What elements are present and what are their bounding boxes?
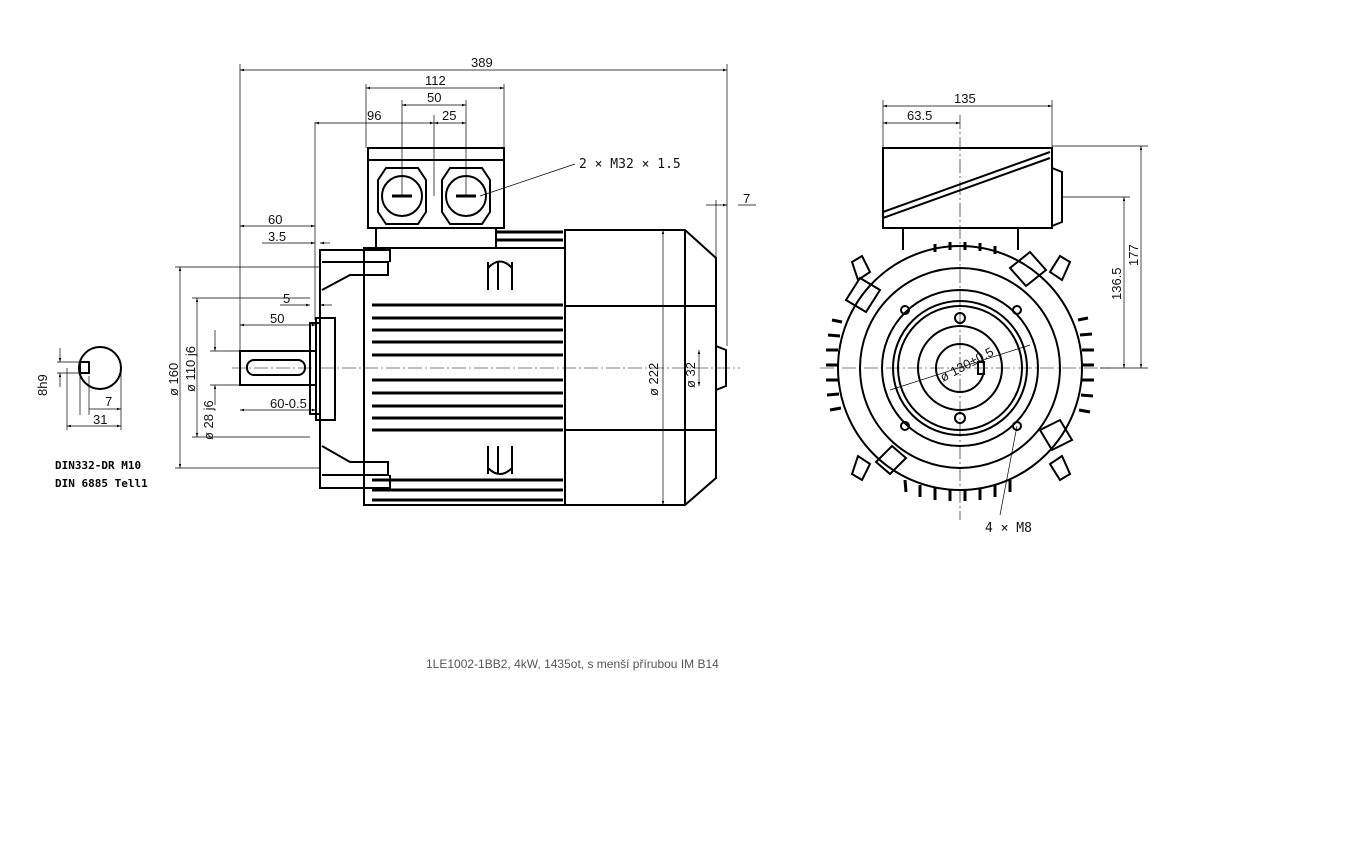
dim-flange-dia: ø 160 (166, 363, 181, 396)
dim-112: 112 (425, 73, 446, 88)
dim-63-5: 63.5 (907, 108, 932, 123)
key-width-dim: 8h9 (35, 374, 50, 396)
shaft-dim-31: 31 (93, 412, 107, 427)
dim-389: 389 (471, 55, 493, 70)
dim-3-5: 3.5 (268, 229, 286, 244)
drawing-caption: 1LE1002-1BB2, 4kW, 1435ot, s menší příru… (426, 657, 719, 671)
dim-body-dia: ø 222 (646, 363, 661, 396)
key-slot (79, 361, 90, 374)
end-view: ø 130±0.5 4 × M8 135 63.5 136.5 177 (820, 91, 1148, 536)
dim-177: 177 (1126, 244, 1141, 266)
dim-rear-dia: ø 32 (683, 362, 698, 388)
shaft-section-circle (78, 346, 122, 390)
end-terminal-box (882, 147, 1053, 229)
dim-pcd: ø 130±0.5 (937, 344, 996, 385)
standard-din6885: DIN 6885 Tell1 (55, 477, 148, 490)
dim-25: 25 (442, 108, 456, 123)
end-fins (826, 242, 1094, 501)
flange (319, 249, 365, 489)
dim-136-5: 136.5 (1109, 267, 1124, 300)
key-section: 8h9 7 31 DIN332-DR M10 DIN 6885 Tell1 (35, 346, 148, 490)
dim-60: 60 (268, 212, 282, 227)
dim-60-tol: 60-0.5 (270, 396, 307, 411)
glands-callout: 2 × M32 × 1.5 (579, 157, 681, 172)
dim-shaft-dia: ø 28 j6 (201, 400, 216, 440)
cooling-fins (372, 230, 563, 502)
dim-135: 135 (954, 91, 976, 106)
key-depth-dim: 7 (105, 394, 112, 409)
standard-din332: DIN332-DR M10 (55, 459, 141, 472)
dim-spigot-dia: ø 110 j6 (183, 346, 198, 392)
side-view: 2 × M32 × 1.5 389 112 50 25 96 7 (166, 55, 756, 506)
dim-50-key: 50 (270, 311, 284, 326)
end-flange (881, 289, 1039, 447)
motor-body (363, 247, 566, 506)
dim-96: 96 (367, 108, 381, 123)
flange-holes (900, 305, 1022, 431)
shaft-key (246, 359, 306, 376)
dim-5: 5 (283, 291, 290, 306)
dim-50-top: 50 (427, 90, 441, 105)
end-frame (837, 245, 1083, 491)
terminal-box (367, 147, 505, 229)
holes-callout: 4 × M8 (985, 521, 1032, 536)
dim-7-right: 7 (743, 191, 750, 206)
